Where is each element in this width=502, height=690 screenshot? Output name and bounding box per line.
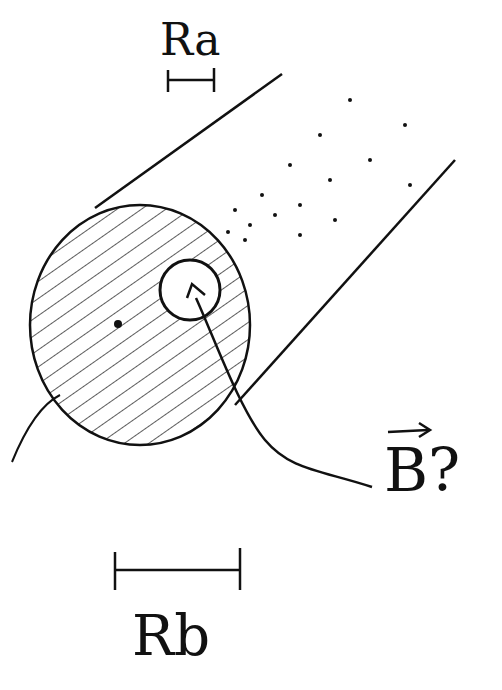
- radius-label: Ra: [160, 18, 220, 62]
- center-dot: [114, 320, 122, 328]
- outer-circle: [30, 205, 250, 445]
- dimension-tick: [239, 548, 242, 590]
- hatch-leader: [12, 395, 60, 462]
- dimension-tick: [213, 68, 216, 92]
- field-label: B?: [384, 440, 460, 500]
- dimension-tick: [114, 552, 117, 590]
- vector-arrowhead: [419, 423, 430, 437]
- leader-line: [196, 298, 372, 487]
- leader-arrowhead: [187, 284, 205, 298]
- dimension-bracket: [115, 569, 240, 572]
- radius-label: Rb: [132, 608, 210, 664]
- hatching: [20, 195, 260, 455]
- dimension-bracket: [168, 79, 214, 82]
- hole-dots: [226, 98, 412, 242]
- cylinder-edge: [235, 160, 455, 405]
- dimension-tick: [167, 70, 170, 92]
- hole-circle: [160, 260, 220, 320]
- cylinder-edge: [95, 74, 282, 208]
- vector-arrow: [388, 430, 428, 432]
